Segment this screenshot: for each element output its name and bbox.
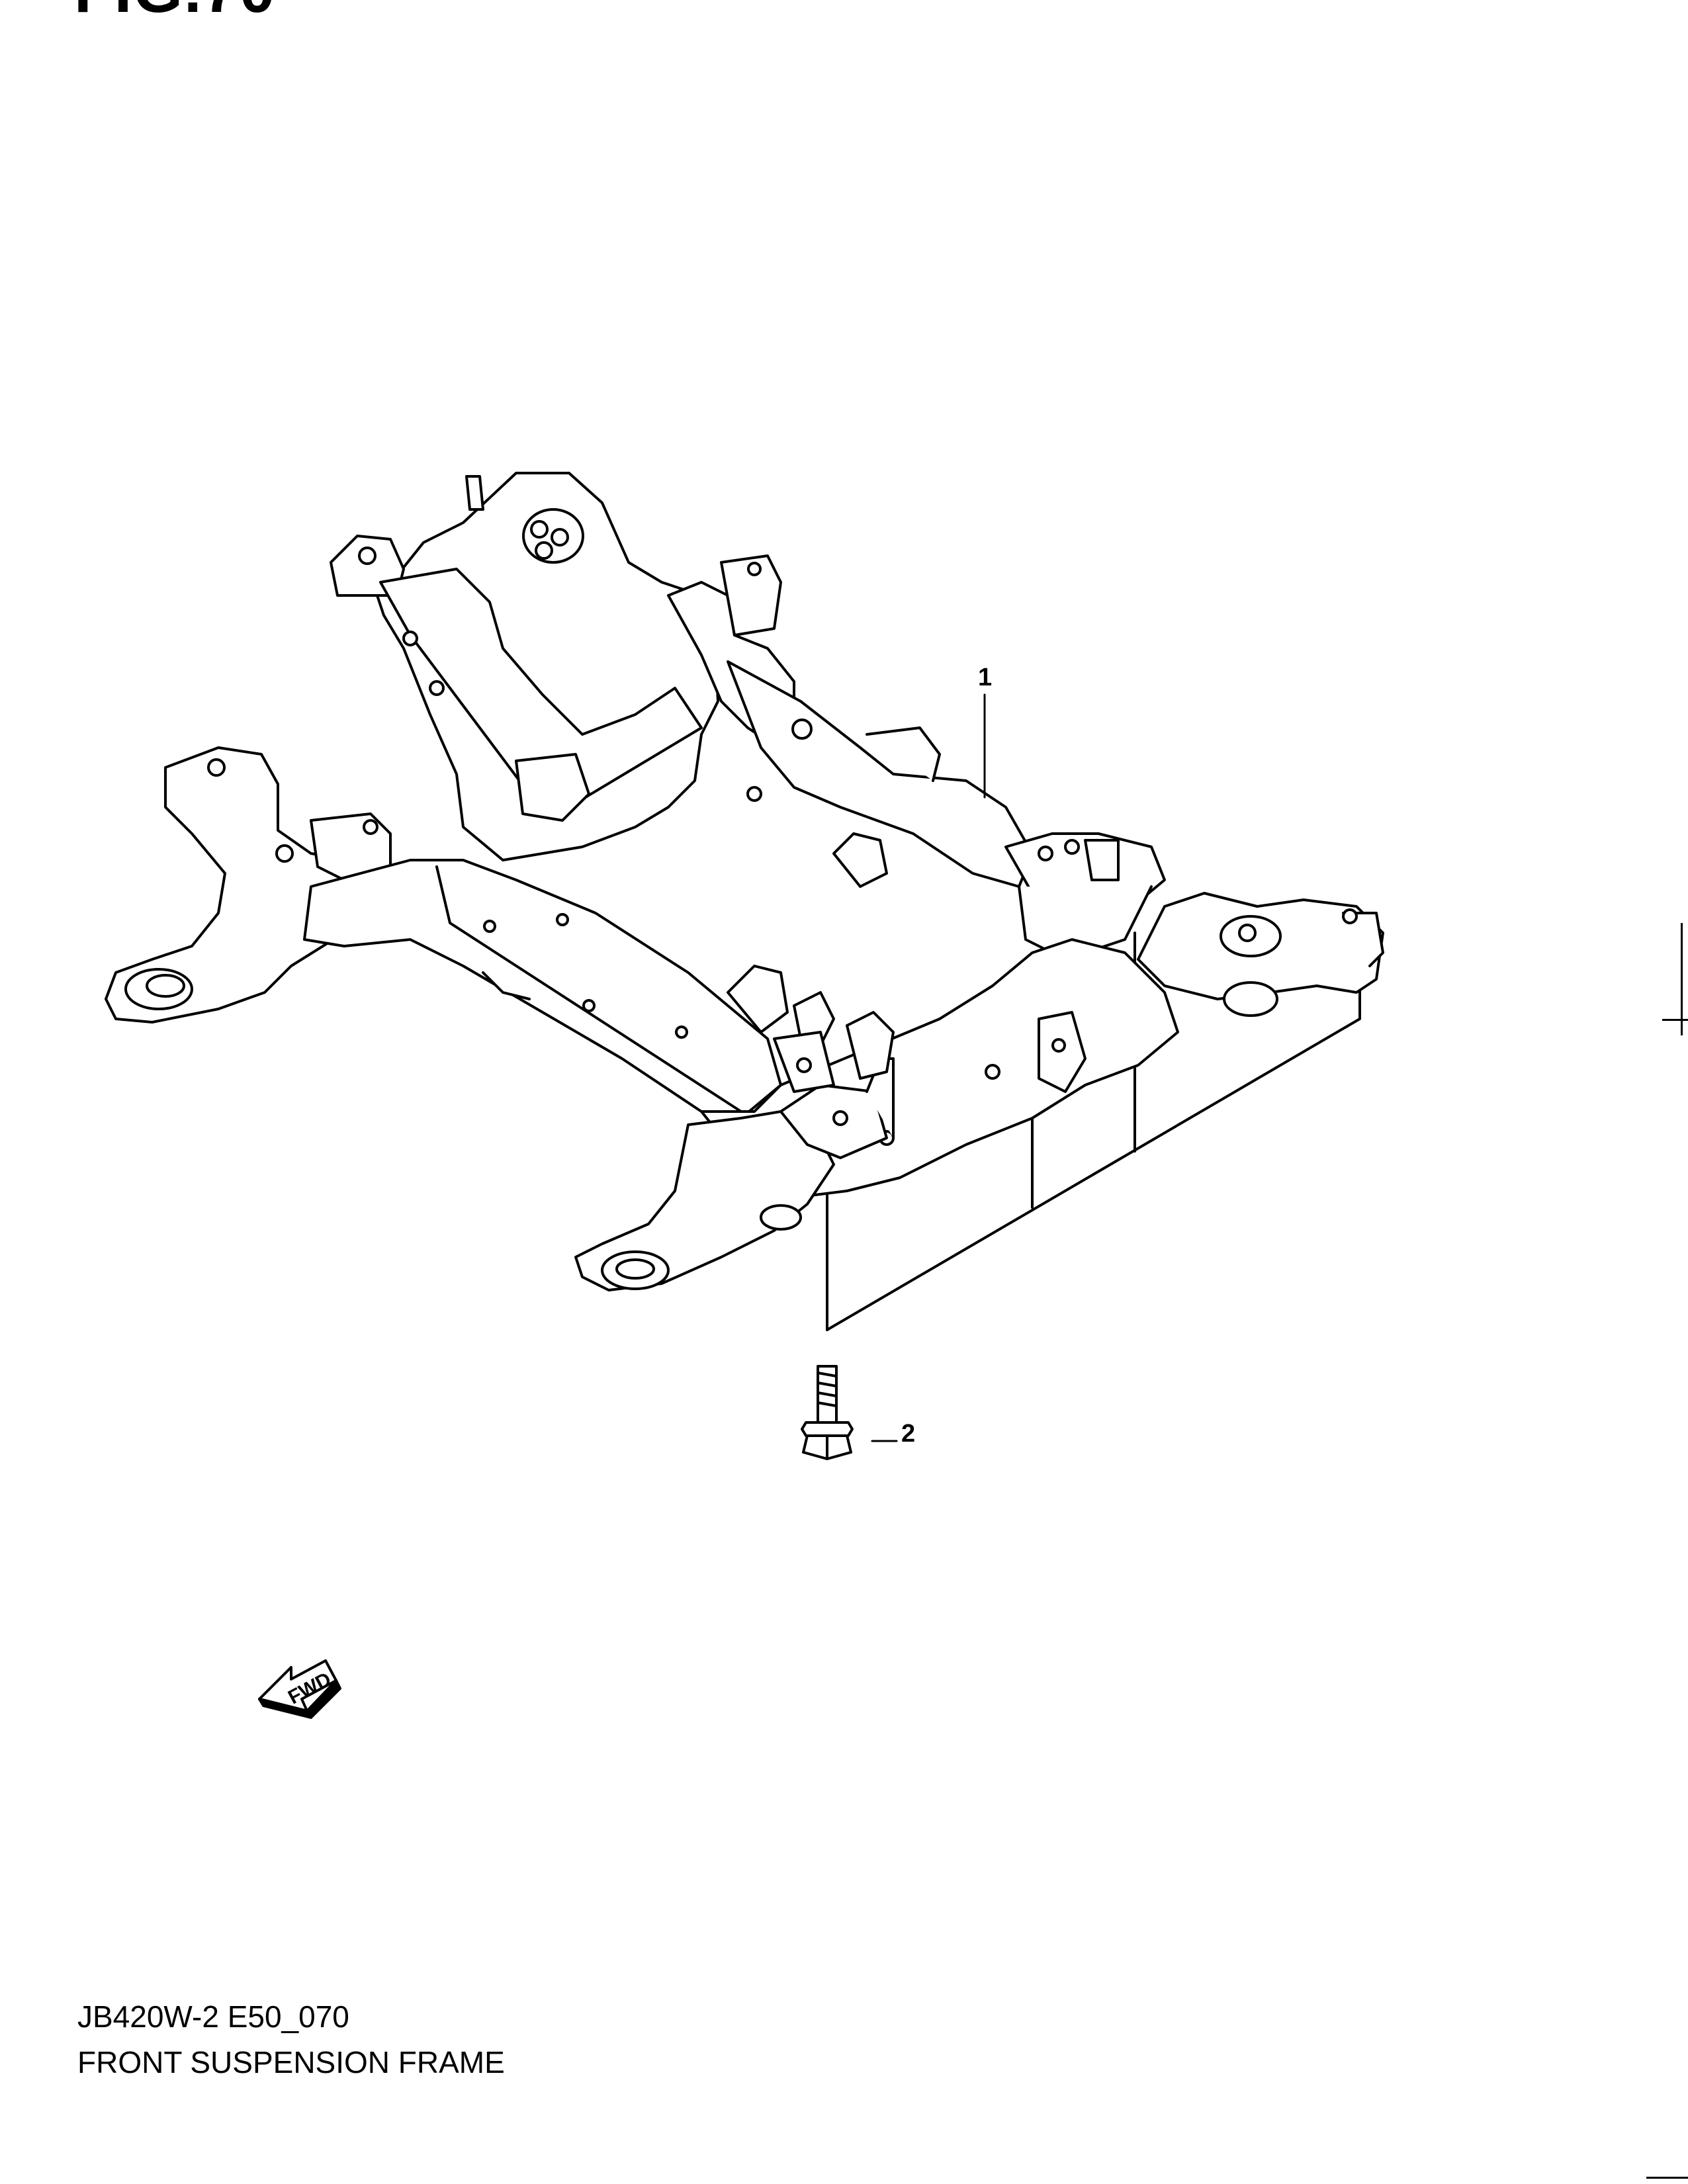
leader-lines <box>871 693 986 1442</box>
callout-2: 2 <box>901 1420 916 1448</box>
front-foot <box>574 1057 895 1291</box>
bottom-margin-tick <box>1646 2177 1688 2179</box>
rear-crossmember <box>727 660 1034 888</box>
diagram-title: FRONT SUSPENSION FRAME <box>77 2045 505 2079</box>
diagram-code: JB420W-2 E50_070 <box>77 1999 349 2034</box>
bolt-part-2 <box>801 1365 854 1460</box>
figure-label: FIG.70 <box>74 0 276 22</box>
center-brackets <box>727 965 1087 1093</box>
right-front-arm <box>1137 892 1384 1017</box>
left-side-member <box>303 859 782 1119</box>
callout-1: 1 <box>978 664 993 691</box>
left-tower <box>330 472 719 861</box>
right-margin-tick-v <box>1681 923 1683 1035</box>
right-rear-bracket <box>1004 832 1166 961</box>
right-margin-tick-h <box>1662 1019 1688 1021</box>
left-front-arm <box>105 746 405 1024</box>
fwd-arrow-icon <box>258 1659 341 1719</box>
